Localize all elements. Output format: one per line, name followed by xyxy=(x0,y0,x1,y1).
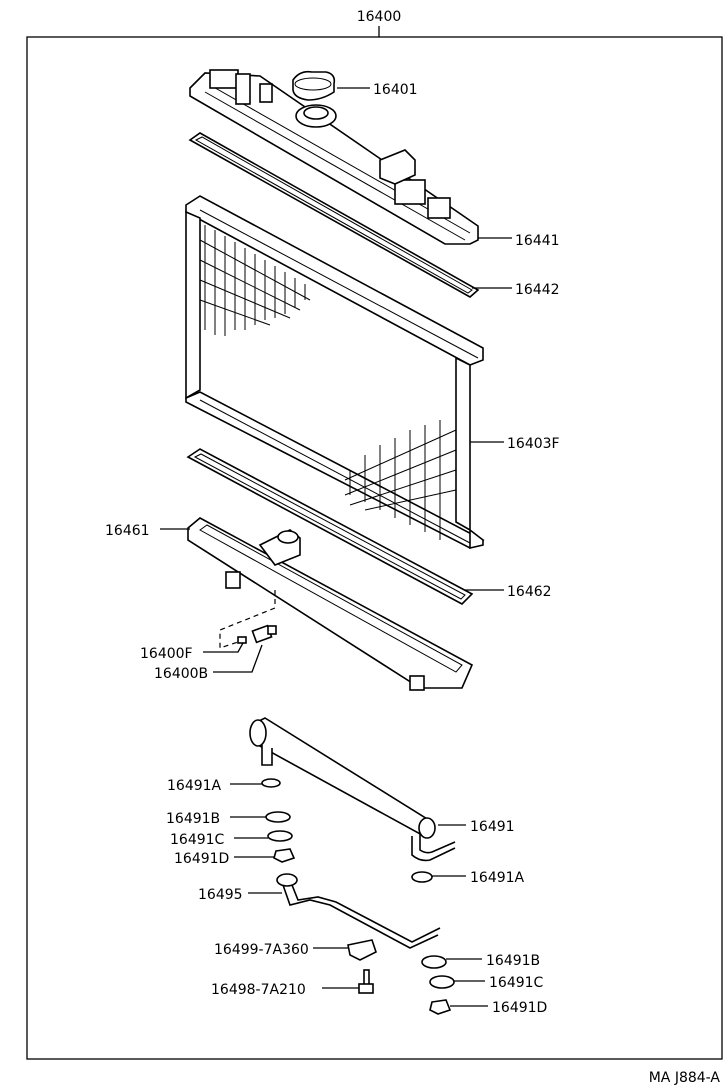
callout-16491: 16491 xyxy=(470,819,515,835)
callout-16462: 16462 xyxy=(507,584,552,600)
callout-16403F: 16403F xyxy=(507,436,560,452)
callout-16491C-right: 16491C xyxy=(489,975,544,991)
callout-16491A-right: 16491A xyxy=(470,870,525,886)
callout-16491A-left: 16491A xyxy=(167,778,222,794)
radiator-cap xyxy=(292,70,336,101)
nut-16491D-left xyxy=(273,848,296,863)
oil-cooler-pipe xyxy=(249,717,456,862)
washer-16491C-left xyxy=(267,830,293,842)
top-part-number: 16400 xyxy=(357,9,402,25)
clamp-16499 xyxy=(347,939,377,961)
oil-cooler-hose-pipe xyxy=(276,873,441,949)
drain-plug xyxy=(237,636,247,644)
footer-code: MA J884-A xyxy=(649,1070,721,1086)
callout-16499-7A360: 16499-7A360 xyxy=(214,942,309,958)
callout-16441: 16441 xyxy=(515,233,560,249)
diagram-frame xyxy=(26,36,723,1060)
drain-leader-dashed xyxy=(219,590,276,649)
leader-lines xyxy=(160,87,512,1007)
callout-16491D-left: 16491D xyxy=(174,851,229,867)
lower-tank xyxy=(187,517,474,691)
washer-16491C-right xyxy=(429,975,455,989)
callout-16400B: 16400B xyxy=(154,666,208,682)
callout-16491B-right: 16491B xyxy=(486,953,540,969)
callout-16442: 16442 xyxy=(515,282,560,298)
lower-gasket xyxy=(186,448,474,605)
upper-gasket xyxy=(188,132,480,298)
washer-16491A-left xyxy=(261,778,281,788)
callout-16491D-right: 16491D xyxy=(492,1000,547,1016)
bolt-16498 xyxy=(358,969,374,994)
washer-16491A-right xyxy=(411,871,433,883)
callout-16495: 16495 xyxy=(198,887,243,903)
callout-16491C-left: 16491C xyxy=(170,832,225,848)
callout-16498-7A210: 16498-7A210 xyxy=(211,982,306,998)
radiator-core xyxy=(185,195,485,550)
callout-16400F: 16400F xyxy=(140,646,193,662)
callout-16401: 16401 xyxy=(373,82,418,98)
washer-16491B-right xyxy=(421,955,447,969)
upper-tank xyxy=(189,69,479,245)
drain-cock xyxy=(251,624,277,644)
callout-16491B-left: 16491B xyxy=(166,811,220,827)
callout-16461: 16461 xyxy=(105,523,150,539)
nut-16491D-right xyxy=(429,999,452,1015)
washer-16491B-left xyxy=(265,811,291,823)
